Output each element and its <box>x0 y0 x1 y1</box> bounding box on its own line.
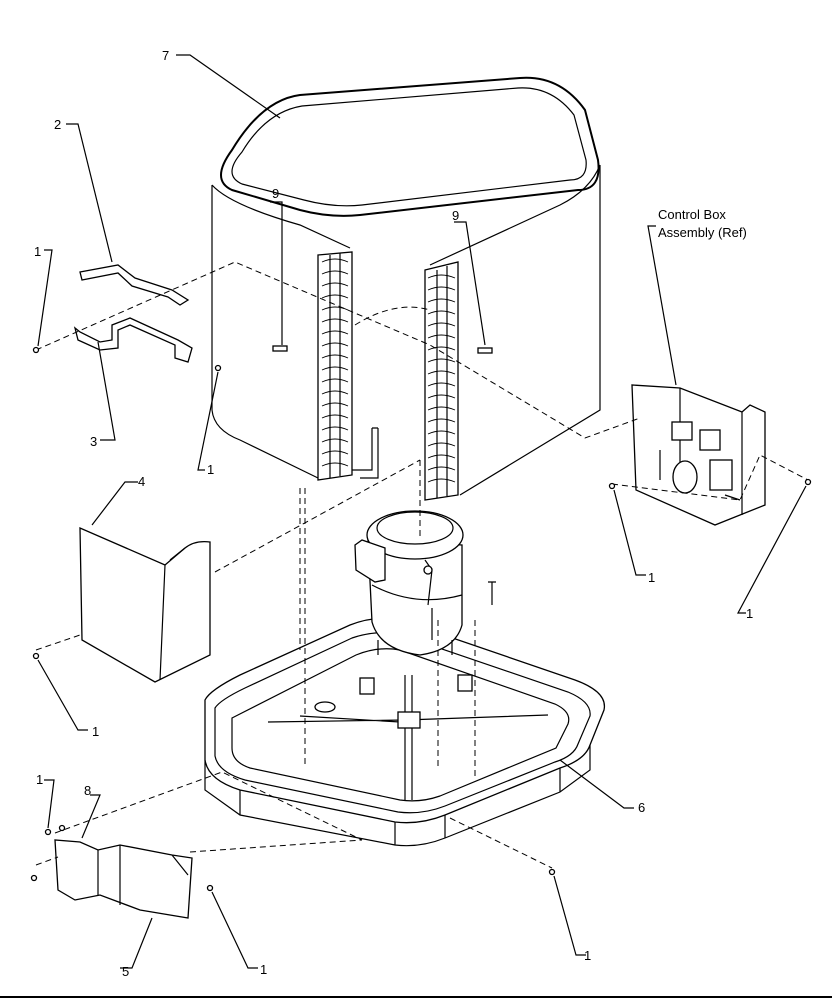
callout-4: 4 <box>138 474 145 489</box>
callout-1-cabinet: 1 <box>207 462 214 477</box>
callout-7: 7 <box>162 48 169 63</box>
callout-5: 5 <box>122 964 129 979</box>
control-box-label-line2: Assembly (Ref) <box>658 225 747 240</box>
control-box-assembly <box>631 384 766 526</box>
control-box-label-line1: Control Box <box>658 207 726 222</box>
callout-1-control-left: 1 <box>648 570 655 585</box>
callout-9-right: 9 <box>452 208 459 223</box>
callout-1-panel5: 1 <box>260 962 267 977</box>
callout-3: 3 <box>90 434 97 449</box>
part-6-base-pan <box>204 510 606 847</box>
leader-lines <box>37 54 807 969</box>
bottom-border <box>0 996 832 998</box>
callout-labels: 7 2 3 4 8 5 6 9 9 1 1 1 1 1 1 1 1 Contro… <box>34 48 753 979</box>
part-5-panel <box>54 839 193 919</box>
callout-1-control-right: 1 <box>746 606 753 621</box>
callout-1-panel4: 1 <box>92 724 99 739</box>
part-7-cabinet-coil <box>211 76 601 501</box>
callout-1-lower-left: 1 <box>36 772 43 787</box>
part-4-panel <box>79 527 211 683</box>
callout-8: 8 <box>84 783 91 798</box>
callout-9-left: 9 <box>272 186 279 201</box>
callout-2: 2 <box>54 117 61 132</box>
callout-1-base: 1 <box>584 948 591 963</box>
callout-1-top-left: 1 <box>34 244 41 259</box>
assembly-dashed-lines <box>35 261 809 869</box>
part-9-clips <box>272 345 493 354</box>
part-2-bracket <box>79 264 190 306</box>
callout-6: 6 <box>638 800 645 815</box>
part-3-channel <box>73 317 193 363</box>
screws <box>30 346 812 892</box>
